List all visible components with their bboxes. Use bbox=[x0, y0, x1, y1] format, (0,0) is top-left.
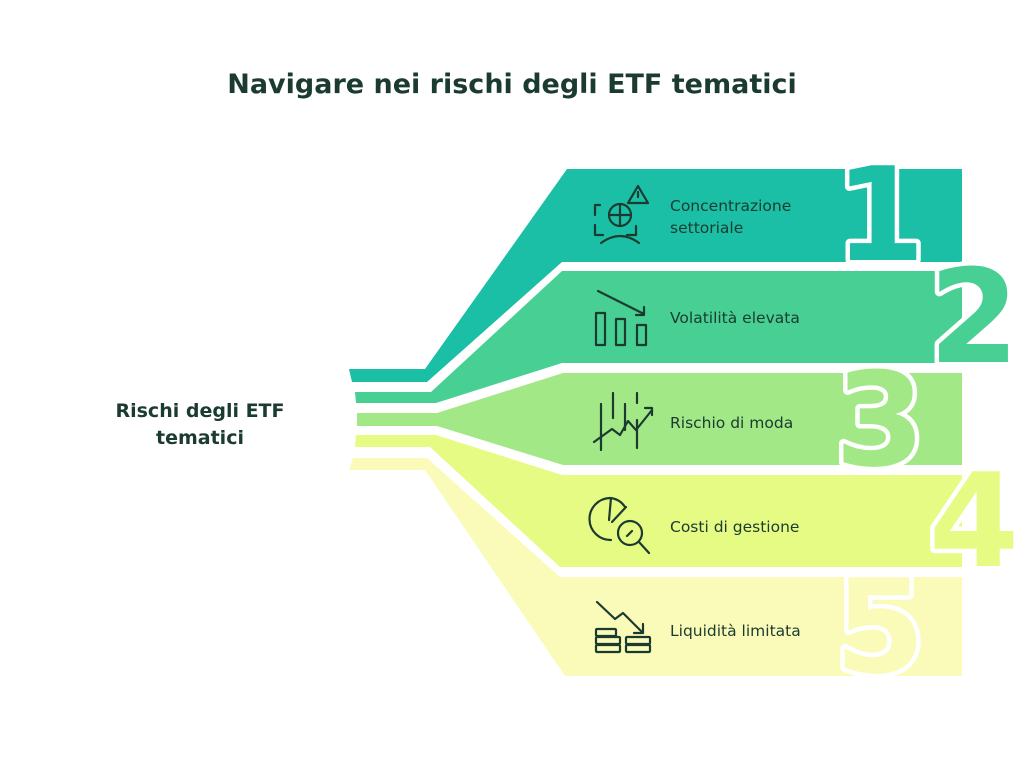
trend-up-chart-icon bbox=[592, 391, 654, 452]
coins-down-icon bbox=[594, 600, 652, 654]
item-1-label-line1: Concentrazione bbox=[670, 197, 791, 215]
root-label-line2: tematici bbox=[156, 427, 244, 449]
item-5-label: Liquidità limitata bbox=[670, 622, 801, 640]
pie-chart-search-icon bbox=[588, 496, 651, 555]
band-5 bbox=[349, 458, 962, 676]
item-3-label: Rischio di moda bbox=[670, 414, 793, 432]
bar-chart-down-icon bbox=[594, 289, 648, 347]
globe-warning-icon bbox=[593, 184, 650, 245]
item-1-label-line2: settoriale bbox=[670, 219, 743, 237]
number-4: 4 bbox=[929, 445, 1019, 597]
band-2 bbox=[355, 271, 962, 403]
number-2: 2 bbox=[929, 241, 1019, 393]
band-1 bbox=[349, 169, 962, 382]
item-2-label: Volatilità elevata bbox=[670, 309, 800, 327]
number-1: 1 bbox=[835, 139, 925, 291]
band-3 bbox=[357, 373, 962, 465]
item-4-label: Costi di gestione bbox=[670, 518, 799, 536]
diagram-title: Navigare nei rischi degli ETF tematici bbox=[227, 69, 797, 100]
band-4 bbox=[355, 435, 962, 567]
number-3: 3 bbox=[835, 344, 925, 496]
root-label-line1: Rischi degli ETF bbox=[115, 400, 284, 422]
number-5: 5 bbox=[835, 551, 925, 703]
